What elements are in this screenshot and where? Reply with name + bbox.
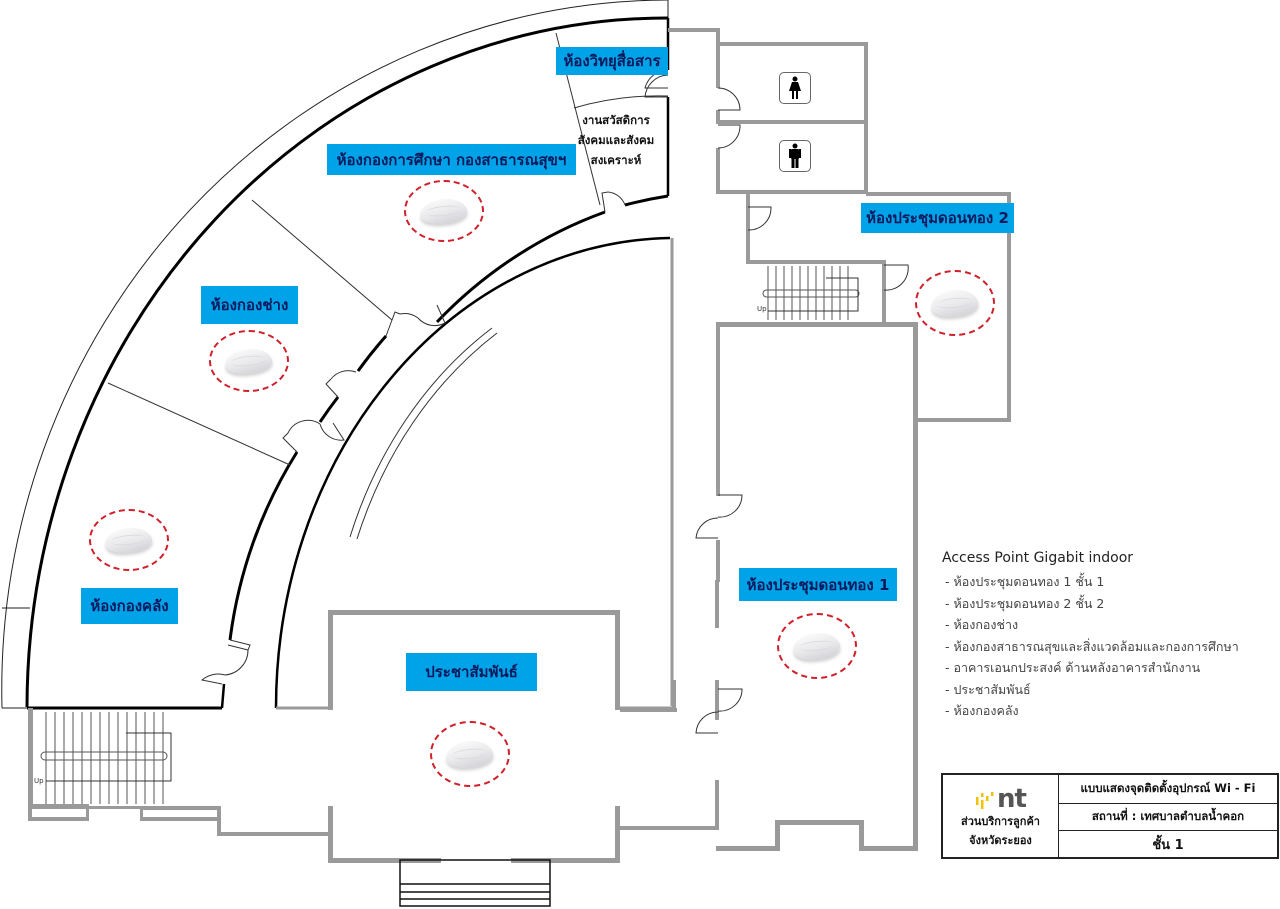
welfare-room-note: งานสวัสดิการ สังคมและสังคม สงเคราะห์ xyxy=(566,110,666,170)
nt-logo-text: nt xyxy=(997,784,1027,814)
meeting-room-1-walls xyxy=(716,322,918,851)
drawing-title: แบบแสดงจุดติดตั้งอุปกรณ์ Wi - Fi xyxy=(1059,775,1277,804)
office-inner-wall-arc-3 xyxy=(356,335,388,372)
nt-logo-signal-icon xyxy=(976,792,994,809)
ramp-arc-inner xyxy=(356,332,498,540)
office-inner-wall-arc-2 xyxy=(318,396,340,423)
access-point-icon[interactable] xyxy=(209,330,289,392)
ramp-arc xyxy=(349,327,493,538)
public-relations-room xyxy=(328,610,620,907)
access-point-icon[interactable] xyxy=(89,509,169,571)
office-inner-wall-arc-5 xyxy=(624,194,669,207)
corridor-walls xyxy=(617,580,719,830)
outer-wall-arc xyxy=(25,16,669,708)
legend-item: - ประชาสัมพันธ์ xyxy=(945,681,1031,697)
room-label-meeting-2: ห้องประชุมดอนทอง 2 xyxy=(861,203,1014,233)
access-point-icon[interactable] xyxy=(430,721,510,787)
welfare-note-line-2: สังคมและสังคม xyxy=(577,133,655,147)
welfare-note-line-1: งานสวัสดิการ xyxy=(582,113,650,127)
access-point-icon[interactable] xyxy=(404,180,484,242)
room-label-treasury: ห้องกองคลัง xyxy=(81,588,178,624)
door-engineering-2 xyxy=(325,370,357,398)
partition-welfare-arc xyxy=(573,95,669,109)
stair-direction-arrow xyxy=(768,277,859,312)
room-label-education-health: ห้องกองการศึกษา กองสาธารณสุขฯ xyxy=(327,144,576,175)
outer-facade-arc xyxy=(1,0,669,709)
room-label-meeting-1: ห้องประชุมดอนทอง 1 xyxy=(739,568,897,601)
office-inner-wall-arc-1 xyxy=(228,451,299,641)
legend-item: - ห้องประชุมดอนทอง 1 ชั้น 1 xyxy=(945,574,1105,589)
legend-item: - ห้องกองคลัง xyxy=(945,703,1019,718)
welfare-note-line-3: สงเคราะห์ xyxy=(590,153,642,167)
drawing-location: สถานที่ : เทศบาลตำบลน้ำคอก xyxy=(1059,804,1277,831)
door-engineering-1 xyxy=(282,419,345,453)
female-restroom-icon xyxy=(779,72,811,104)
bottom-wall-stub xyxy=(220,683,226,709)
left-stairwell xyxy=(28,708,330,836)
stair-handrail xyxy=(40,751,168,761)
room-label-public-relations: ประชาสัมพันธ์ xyxy=(406,653,537,691)
stair-handrail xyxy=(762,289,860,298)
male-restroom-icon xyxy=(779,140,811,172)
meeting-room-1-doors xyxy=(695,494,743,734)
right-stairs-treads xyxy=(762,266,860,320)
hall-outer-arc xyxy=(274,236,671,709)
partition-treasury-engineering xyxy=(107,382,291,466)
stair-direction-arrow xyxy=(46,732,172,782)
partition-engineering-education xyxy=(251,199,393,321)
room-label-radio: ห้องวิทยุสื่อสาร xyxy=(556,47,668,75)
restroom-doors xyxy=(717,87,909,291)
door-welfare xyxy=(601,191,626,213)
door-treasury xyxy=(200,639,251,685)
office-inner-wall-arc-4 xyxy=(435,210,606,324)
nt-logo: nt xyxy=(975,782,1027,814)
title-block: nt ส่วนบริการลูกค้า จังหวัดระยอง แบบแสดง… xyxy=(941,773,1279,859)
legend-item: - อาคารเอนกประสงค์ ด้านหลังอาคารสำนักงาน xyxy=(945,660,1201,675)
restroom-block-walls xyxy=(668,28,1011,422)
legend-title: Access Point Gigabit indoor xyxy=(942,550,1134,566)
room-label-engineering: ห้องกองช่าง xyxy=(201,286,298,324)
stairs-up-label-left: Up xyxy=(34,777,44,785)
left-stairs-treads xyxy=(40,712,172,804)
title-block-org: nt ส่วนบริการลูกค้า จังหวัดระยอง xyxy=(943,775,1059,857)
org-line-2: จังหวัดระยอง xyxy=(969,834,1032,847)
access-point-legend: Access Point Gigabit indoor - ห้องประชุม… xyxy=(942,550,1239,722)
access-point-icon[interactable] xyxy=(915,270,995,336)
org-line-1: ส่วนบริการลูกค้า xyxy=(961,815,1040,828)
door-education xyxy=(385,304,446,337)
legend-item: - ห้องประชุมดอนทอง 2 ชั้น 2 xyxy=(945,595,1105,611)
legend-item: - ห้องกองช่าง xyxy=(945,617,1019,632)
legend-item: - ห้องกองสาธารณสุขและสิ่งแวดล้อมและกองกา… xyxy=(945,638,1239,654)
stairs-up-label-right: Up xyxy=(757,305,767,313)
drawing-floor: ชั้น 1 xyxy=(1152,837,1184,853)
access-point-icon[interactable] xyxy=(777,613,857,679)
